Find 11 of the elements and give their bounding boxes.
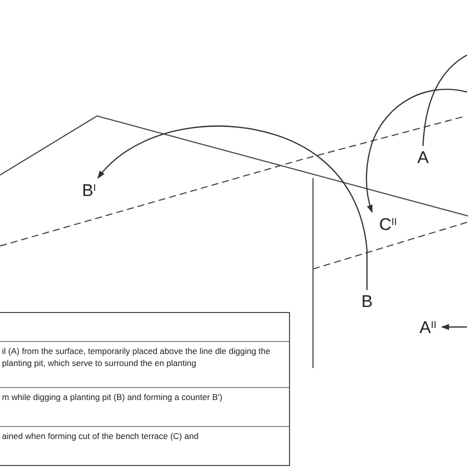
point-label: C$^{II}$ bbox=[379, 216, 397, 232]
table-cell-text: il (A) from the surface, temporarily placed above the line dle digging the planting pit, which serve to surround the en planting bbox=[2, 344, 272, 369]
table-cell-text: m while digging a planting pit (B) and forming a counter B') bbox=[2, 391, 222, 403]
table-cell-text: ained when forming cut of the bench terrace (C) and bbox=[2, 430, 199, 442]
arrow bbox=[366, 88, 468, 213]
point-label: A$^{II}$ bbox=[420, 318, 436, 336]
point-label: A bbox=[417, 148, 429, 166]
arrow bbox=[441, 324, 467, 330]
point-label: B$^{I}$ bbox=[82, 182, 96, 198]
arrow bbox=[97, 125, 368, 290]
point-label: B bbox=[361, 292, 373, 310]
